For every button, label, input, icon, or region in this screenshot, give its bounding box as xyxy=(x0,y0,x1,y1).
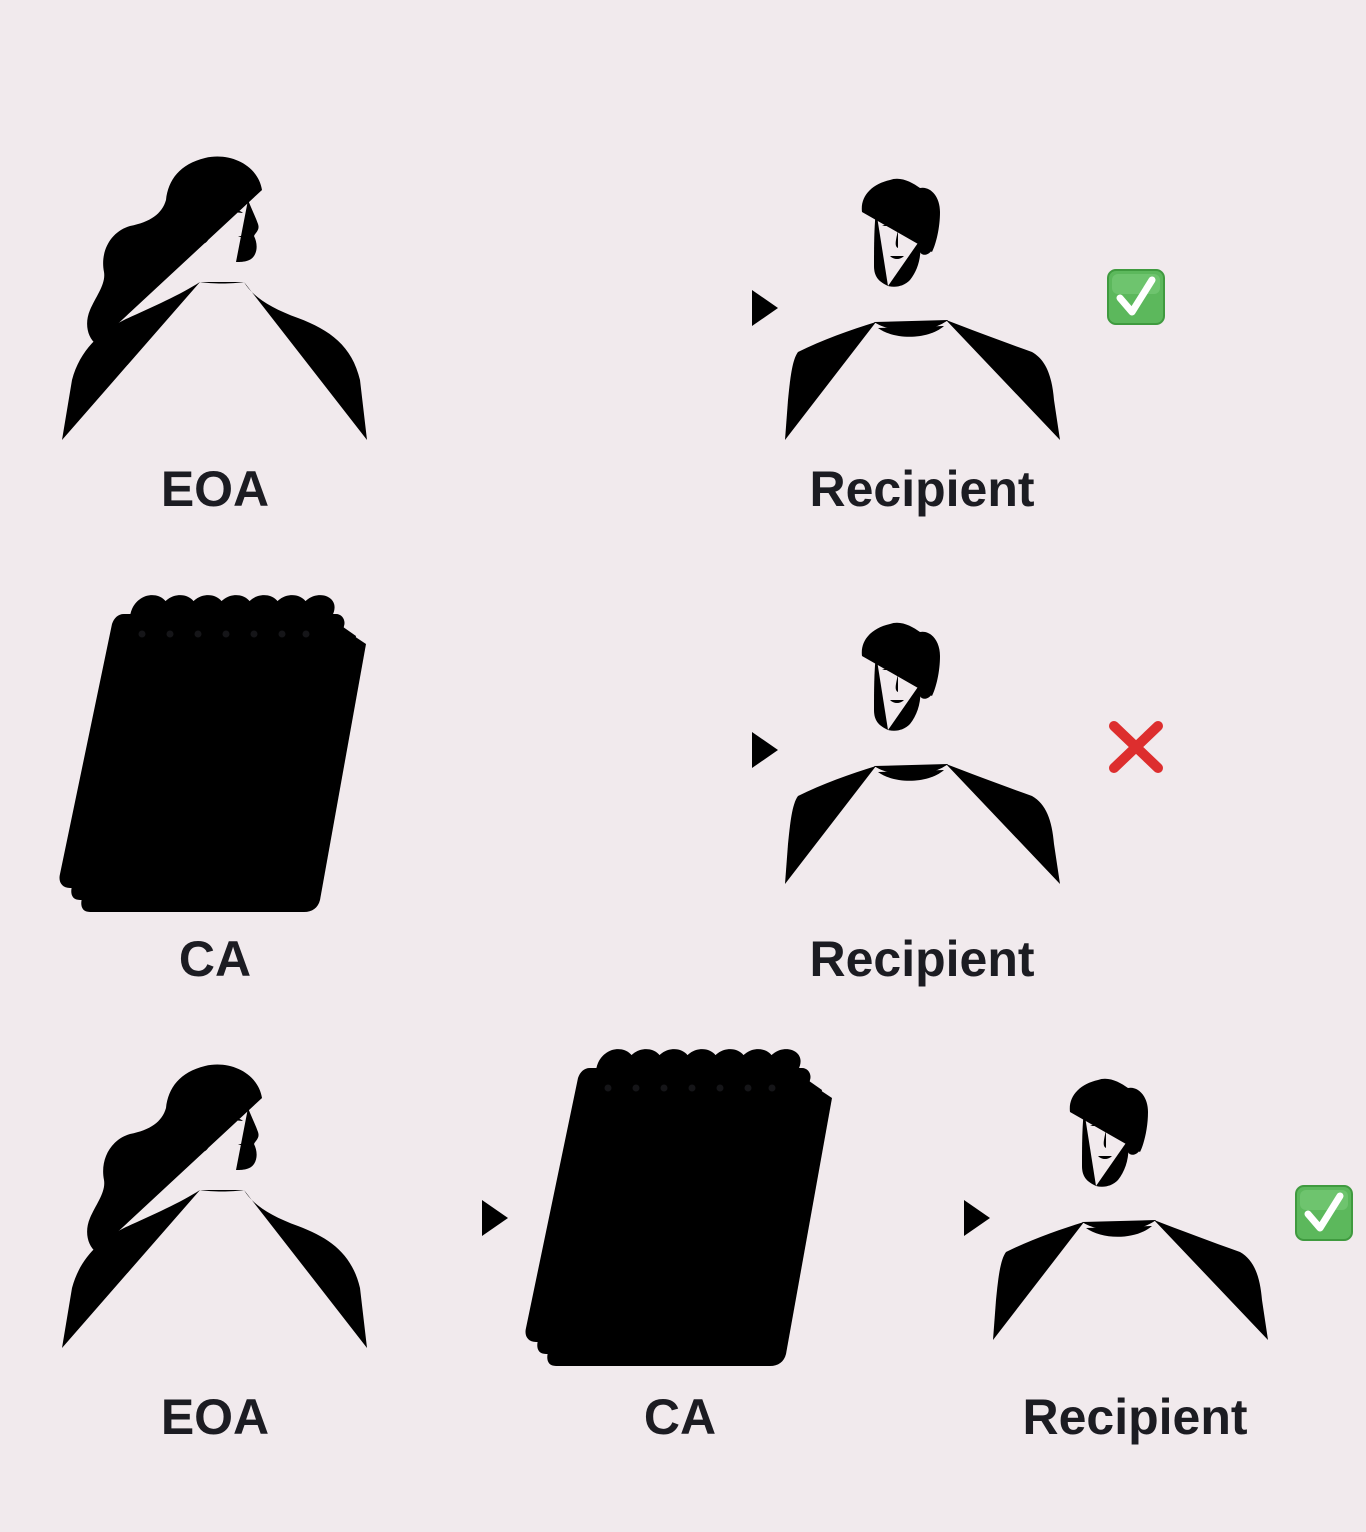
ca-label: CA xyxy=(643,1389,717,1445)
notepad-ca-illustration xyxy=(525,1049,832,1366)
woman-eoa-illustration xyxy=(62,1064,367,1348)
row-1 xyxy=(62,156,1165,440)
eoa-label: EOA xyxy=(160,1389,270,1445)
recipient-label: Recipient xyxy=(1022,1389,1248,1445)
arrow-right-icon xyxy=(372,1200,508,1236)
arrow-right-icon xyxy=(372,732,778,768)
check-mark-icon xyxy=(1295,1185,1353,1241)
recipient-label: Recipient xyxy=(809,461,1035,517)
arrow-right-icon xyxy=(854,1200,990,1236)
notepad-ca-illustration xyxy=(59,595,367,912)
recipient-label: Recipient xyxy=(809,931,1035,987)
woman-eoa-illustration xyxy=(62,156,367,440)
man-recipient-illustration xyxy=(785,178,1060,440)
cross-mark-icon xyxy=(1109,721,1163,773)
man-recipient-illustration xyxy=(993,1078,1268,1340)
arrow-right-icon xyxy=(372,290,778,326)
row-2 xyxy=(59,595,1163,912)
man-recipient-illustration xyxy=(785,622,1060,884)
eoa-label: EOA xyxy=(160,461,270,517)
row-3 xyxy=(62,1049,1353,1366)
check-mark-icon xyxy=(1107,269,1165,325)
ca-label: CA xyxy=(178,931,252,987)
